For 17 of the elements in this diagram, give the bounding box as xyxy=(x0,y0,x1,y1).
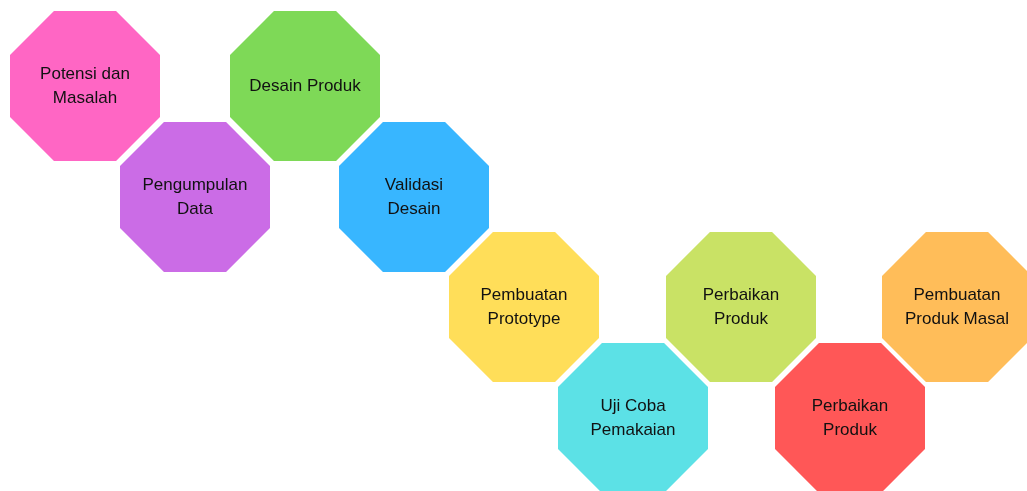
octagon-step xyxy=(666,232,816,382)
step-label: Uji Coba Pemakaian xyxy=(589,395,677,441)
step-label: Pengumpulan Data xyxy=(141,174,249,220)
step-label: Desain Produk xyxy=(249,75,361,97)
octagon-step xyxy=(558,343,708,491)
step-label: Pembuatan Prototype xyxy=(479,284,569,330)
octagon-step xyxy=(775,343,925,491)
step-label: Perbaikan Produk xyxy=(701,284,781,330)
step-label: Validasi Desain xyxy=(383,174,445,220)
step-label: Potensi dan Masalah xyxy=(39,63,131,109)
octagon-step xyxy=(120,122,270,272)
step-label: Pembuatan Produk Masal xyxy=(904,284,1010,330)
octagon-step xyxy=(339,122,489,272)
octagon-step xyxy=(230,11,380,161)
step-label: Perbaikan Produk xyxy=(810,395,890,441)
octagon-step xyxy=(882,232,1027,382)
octagon-step xyxy=(449,232,599,382)
